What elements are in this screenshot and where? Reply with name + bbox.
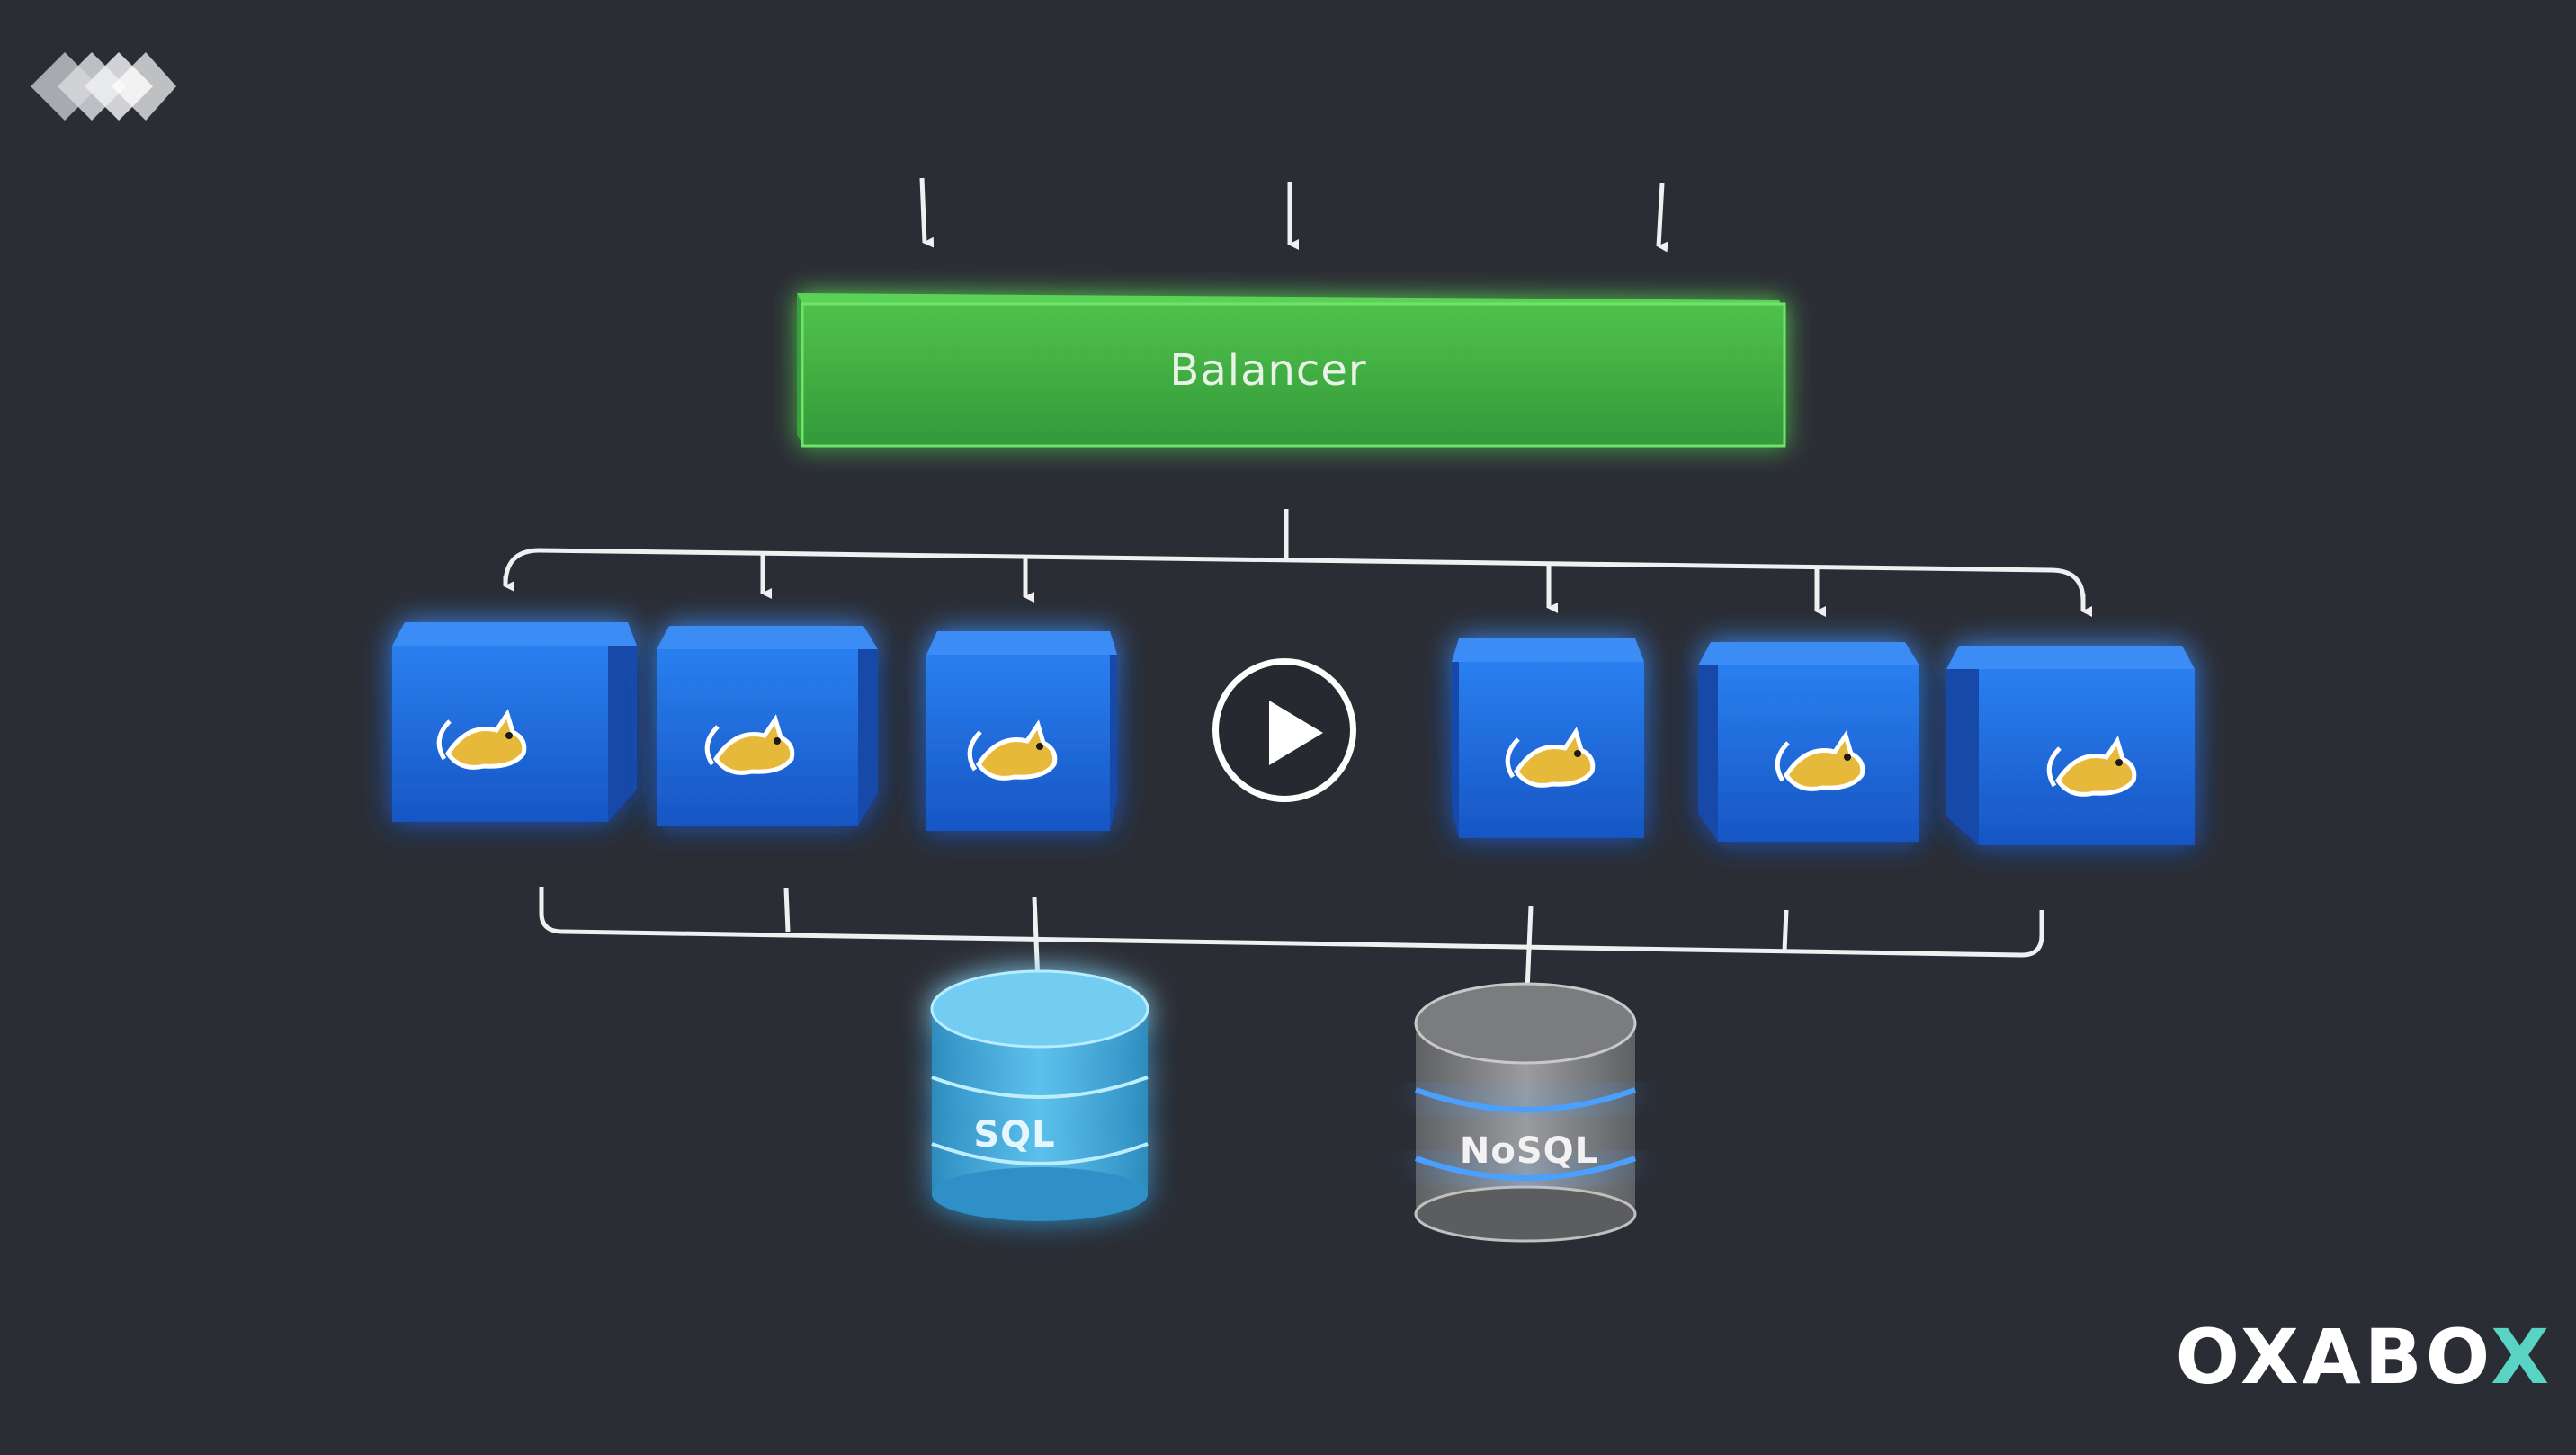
balancer-box [797, 293, 1786, 448]
server-cube [926, 631, 1117, 831]
tomcat-cat-icon [704, 714, 795, 775]
database-arrows [1032, 897, 1537, 997]
tomcat-cat-icon [1775, 730, 1865, 791]
brand-accent: X [2491, 1313, 2553, 1401]
incoming-arrow [919, 177, 935, 248]
tomcat-cat-icon [436, 709, 527, 770]
tomcat-cat-icon [1505, 727, 1596, 788]
server-cube [392, 622, 637, 822]
sql-database [930, 969, 1149, 1221]
server-icons [436, 709, 2137, 797]
distribution-connector [503, 509, 2086, 602]
server-cube [1946, 646, 2195, 845]
brand-main: OXABO [2175, 1313, 2491, 1401]
tomcat-cat-icon [2046, 736, 2137, 797]
server-cube [1452, 638, 1644, 838]
play-button[interactable] [1212, 658, 1356, 802]
server-cube [657, 626, 878, 826]
nosql-database [1414, 982, 1637, 1243]
distribution-arrows [503, 554, 2092, 617]
play-icon [1269, 701, 1323, 765]
database-connector [539, 887, 2044, 958]
brand-logo: OXABOX [2176, 1313, 2553, 1401]
server-cube [1698, 642, 1919, 842]
incoming-arrow [1656, 183, 1668, 253]
diamond-stack-logo-icon [31, 52, 176, 121]
tomcat-cat-icon [967, 719, 1058, 781]
incoming-arrows [919, 177, 1668, 253]
